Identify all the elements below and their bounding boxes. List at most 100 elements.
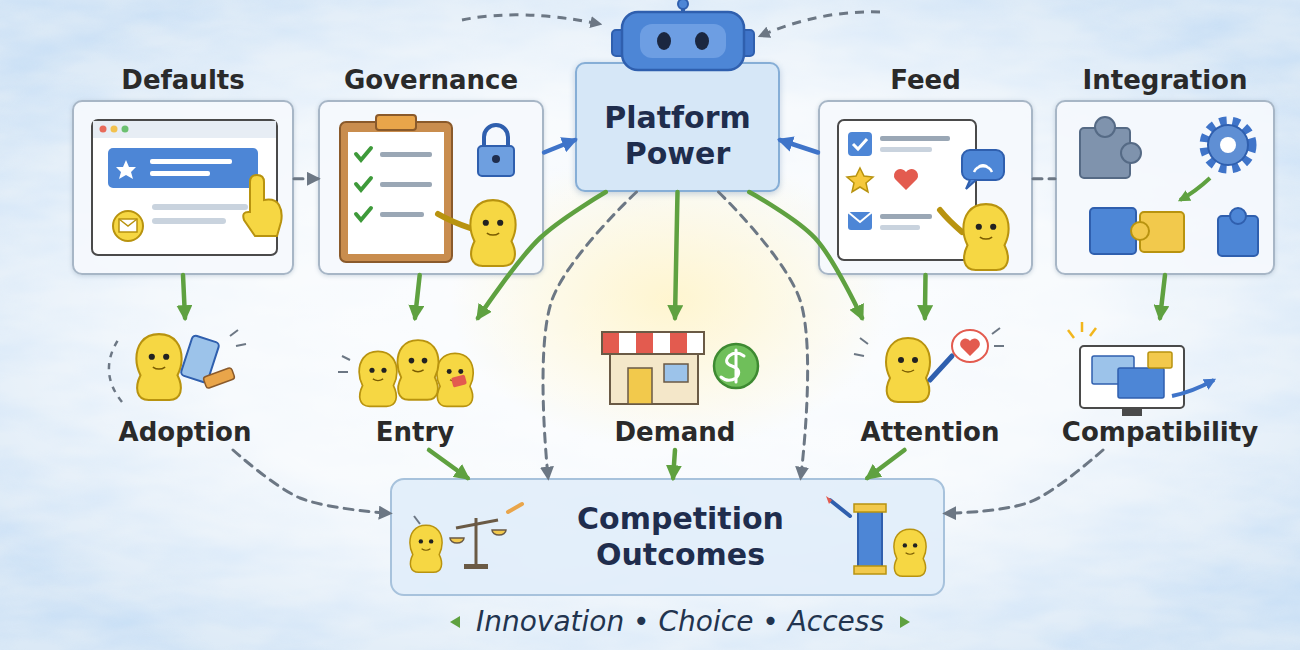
coin bbox=[714, 344, 758, 388]
yellow-character bbox=[963, 204, 1008, 270]
flow-arrow bbox=[544, 140, 575, 153]
dashed-connector bbox=[233, 450, 390, 513]
dashed-connector bbox=[543, 192, 636, 478]
node-label: Attention bbox=[825, 417, 1035, 448]
outcome-illustration bbox=[410, 496, 926, 576]
incoming-arrow bbox=[462, 15, 600, 24]
heart-icon bbox=[960, 339, 980, 356]
yellow-character bbox=[359, 351, 397, 406]
dashed-connector bbox=[719, 192, 808, 478]
awning-stripe bbox=[687, 332, 704, 354]
default-banner bbox=[108, 148, 258, 188]
brush-tip bbox=[826, 496, 832, 504]
keyhole bbox=[492, 155, 500, 163]
check-mark bbox=[356, 148, 371, 160]
puzzle-piece bbox=[1218, 216, 1258, 256]
puzzle-knob bbox=[1121, 143, 1141, 163]
device-card bbox=[180, 335, 220, 384]
gear-body bbox=[1208, 125, 1248, 165]
awning-stripe bbox=[670, 332, 687, 354]
feed-icon-mark bbox=[853, 139, 867, 149]
node-label: Defaults bbox=[64, 64, 302, 96]
sparkle bbox=[1068, 322, 1096, 338]
text-line bbox=[380, 212, 424, 217]
mail-flap bbox=[848, 212, 872, 222]
incoming-arrow bbox=[760, 12, 880, 36]
flow-arrow bbox=[923, 275, 928, 318]
text-line bbox=[380, 182, 432, 187]
monitor-stand bbox=[1122, 408, 1142, 416]
store-door bbox=[628, 368, 652, 404]
puzzle-piece bbox=[1080, 128, 1130, 178]
puzzle-illustration bbox=[1080, 117, 1258, 256]
node-label: Governance bbox=[310, 64, 552, 96]
window-dot bbox=[111, 126, 118, 133]
text-line bbox=[880, 147, 932, 152]
star-icon bbox=[847, 168, 873, 192]
yellow-character bbox=[894, 529, 926, 576]
app-window bbox=[1118, 368, 1164, 398]
app-window bbox=[1148, 352, 1172, 368]
motion-dash bbox=[109, 340, 122, 402]
check-mark bbox=[356, 208, 371, 220]
paint-brush bbox=[830, 500, 850, 516]
device-tool bbox=[203, 367, 235, 389]
scale-post bbox=[475, 518, 478, 566]
awning-outline bbox=[602, 332, 704, 354]
text-line bbox=[152, 218, 226, 224]
adoption-illustration bbox=[109, 330, 246, 402]
effect-item: Demand bbox=[590, 318, 760, 450]
gear-hole bbox=[1220, 137, 1236, 153]
lock-body bbox=[478, 146, 514, 176]
robot-eye bbox=[657, 32, 671, 50]
flow-arrow bbox=[780, 140, 818, 153]
text-line bbox=[880, 214, 932, 219]
character-arm bbox=[940, 210, 962, 232]
node-label: Platform Power bbox=[593, 100, 763, 172]
pillar-cap bbox=[854, 504, 886, 512]
entry-ticket bbox=[451, 374, 467, 387]
yellow-character bbox=[136, 334, 181, 400]
puzzle-piece bbox=[1090, 208, 1136, 254]
node-label: Demand bbox=[570, 417, 780, 448]
envelope bbox=[119, 219, 137, 232]
dashed-connector bbox=[1033, 177, 1055, 180]
window-dot bbox=[100, 126, 107, 133]
mechanism-panel: Defaults bbox=[72, 100, 294, 275]
outcome-box: Competition Outcomes bbox=[390, 478, 945, 596]
flow-arrow bbox=[675, 192, 678, 318]
character-arm bbox=[438, 214, 470, 228]
yellow-character bbox=[470, 200, 515, 266]
text-line bbox=[152, 204, 248, 210]
banner-line bbox=[150, 171, 210, 176]
clipboard-paper bbox=[348, 132, 444, 254]
robot-eye bbox=[695, 32, 709, 50]
mail-icon bbox=[848, 212, 872, 230]
flow-arrow bbox=[415, 275, 420, 318]
chat-tail bbox=[966, 180, 976, 189]
clipboard-illustration bbox=[340, 115, 516, 266]
compatibility-illustration bbox=[1068, 322, 1214, 416]
storefront-illustration bbox=[602, 332, 758, 404]
heart-bubble bbox=[952, 330, 988, 362]
held-pen bbox=[930, 356, 952, 380]
node-label: Compatibility bbox=[1045, 417, 1275, 448]
awning-stripe bbox=[602, 332, 619, 354]
app-window bbox=[1092, 356, 1134, 384]
node-label: Adoption bbox=[85, 417, 285, 448]
puzzle-knob bbox=[1095, 117, 1115, 137]
tagline-text: Innovation • Choice • Access bbox=[340, 602, 1020, 642]
puzzle-piece bbox=[1140, 212, 1184, 252]
yellow-character bbox=[410, 525, 442, 572]
robot-antenna-tip bbox=[678, 0, 688, 9]
robot-visor bbox=[640, 24, 726, 58]
heart-icon bbox=[894, 169, 918, 190]
signal-arcs bbox=[974, 165, 992, 172]
puzzle-knob bbox=[1131, 222, 1149, 240]
feed-illustration bbox=[838, 120, 1009, 270]
flow-arrow bbox=[749, 192, 862, 318]
browser-window bbox=[92, 120, 277, 255]
